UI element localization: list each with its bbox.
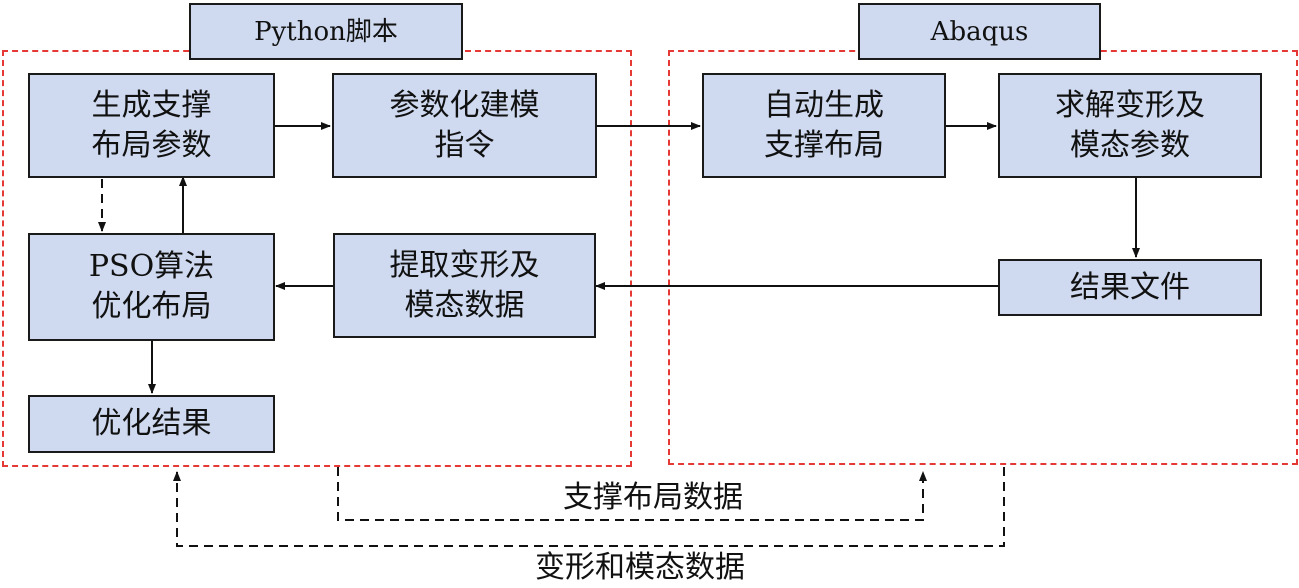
label-layout-data: 支撑布局数据 [563,480,743,515]
label-deform-modal-data: 变形和模态数据 [535,550,745,585]
node-solve-deform-modal: 求解变形及 模态参数 [998,73,1262,178]
node-gen-layout-params: 生成支撑 布局参数 [28,73,275,178]
python-script-header: Python脚本 [189,3,463,60]
node-extract-deform-modal: 提取变形及 模态数据 [333,233,596,338]
node-result-file: 结果文件 [998,259,1262,316]
node-parametric-modeling-cmd: 参数化建模 指令 [332,73,597,178]
abaqus-header: Abaqus [858,3,1101,60]
node-optimization-result: 优化结果 [28,395,275,453]
flow-layout-data-path [337,467,927,521]
node-pso-optimize-layout: PSO算法 优化布局 [28,233,275,341]
node-auto-gen-layout: 自动生成 支撑布局 [702,73,946,178]
